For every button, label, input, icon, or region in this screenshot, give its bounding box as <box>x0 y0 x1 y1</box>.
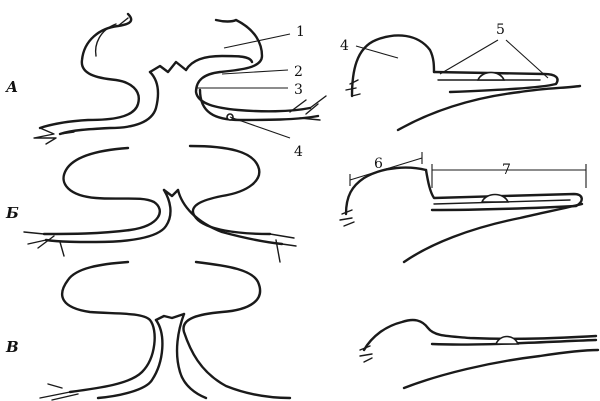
callout-6: 6 <box>374 156 383 172</box>
row-label-v: В <box>5 338 19 356</box>
row-v-profile <box>360 320 598 388</box>
row-label-a: А <box>5 78 18 96</box>
row-b-limbs <box>24 146 296 262</box>
row-label-b: Б <box>5 204 19 222</box>
callout-7: 7 <box>502 162 511 178</box>
callout-1: 1 <box>296 24 305 40</box>
row-a-profile <box>346 35 580 130</box>
callout-3: 3 <box>294 82 303 98</box>
callout-2: 2 <box>294 64 303 80</box>
page-corner-fold <box>0 0 96 60</box>
callout-4-right: 4 <box>340 38 349 54</box>
row-a-limbs <box>34 14 326 144</box>
row-v-limbs <box>40 262 290 400</box>
row-b-profile <box>340 168 582 262</box>
callout-4-left: 4 <box>294 144 303 160</box>
callout-5: 5 <box>496 22 505 38</box>
